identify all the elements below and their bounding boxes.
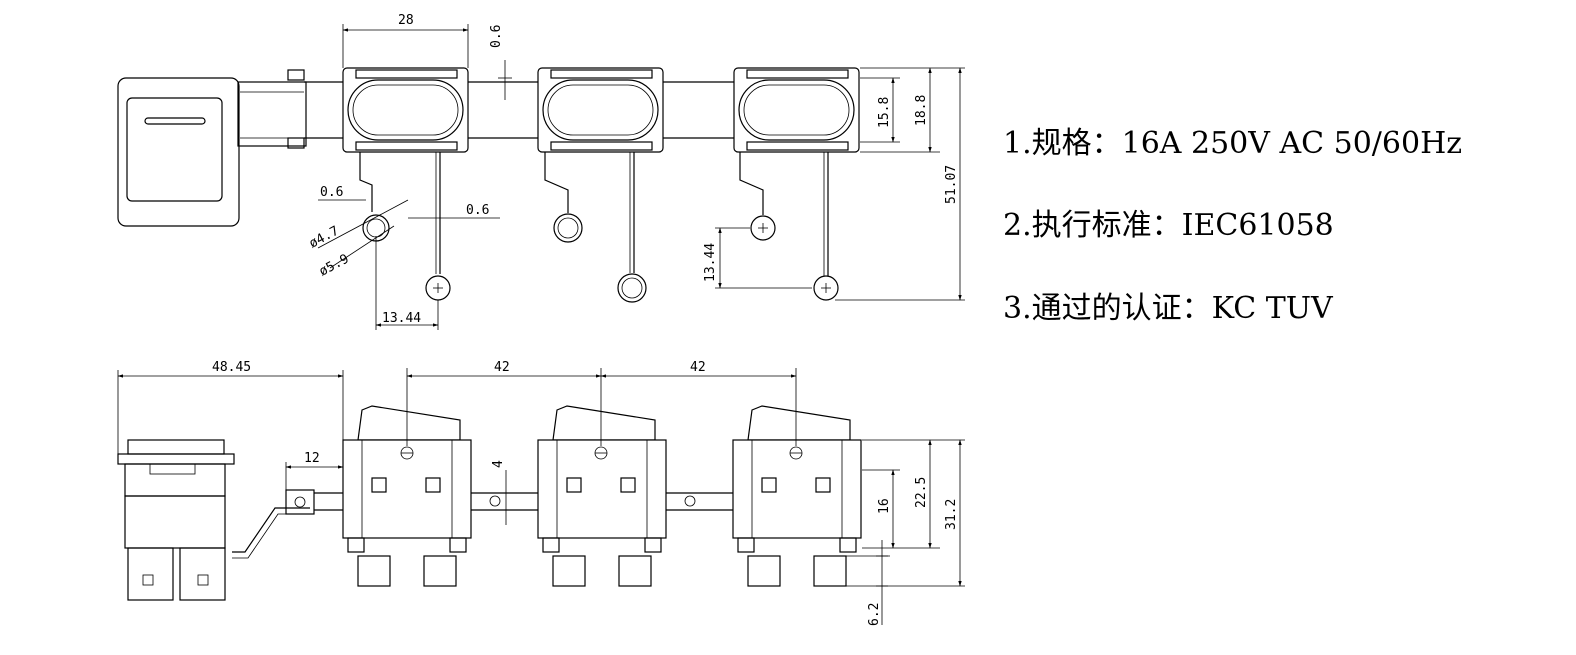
dim-housing-width: 28 [342, 13, 469, 68]
dim-42-first-label: 42 [494, 360, 510, 375]
terminals-2 [544, 152, 647, 303]
dim-28-label: 28 [398, 13, 414, 28]
dim-15-8-label: 15.8 [877, 97, 892, 128]
dim-51-07-label: 51.07 [944, 165, 959, 204]
terminals-1 [359, 152, 451, 301]
dim-18-8-label: 18.8 [914, 95, 929, 126]
dim-4-label: 4 [491, 460, 506, 468]
dim-hole-inner-label: ø4.7 [307, 224, 342, 252]
dim-42-second-label: 42 [690, 360, 706, 375]
dim-48-45-label: 48.45 [212, 360, 251, 375]
dim-terminal-height: 6.2 [846, 540, 890, 626]
main-rocker-switch [117, 69, 307, 227]
dim-13-44-side-label: 13.44 [703, 243, 718, 282]
dim-terminal-pitch: 13.44 [375, 236, 439, 330]
dim-hole-diameters: ø4.7 ø5.9 [307, 199, 409, 280]
dim-22-5-label: 22.5 [914, 477, 929, 508]
dim-wire-left: 0.6 [318, 185, 366, 201]
spec-rating: 1.规格：16A 250V AC 50/60Hz [1003, 126, 1463, 161]
dim-13-44-bottom-label: 13.44 [382, 311, 421, 326]
dim-0-6-left-label: 0.6 [320, 185, 343, 200]
dim-right-heights: 15.8 18.8 51.07 [835, 67, 965, 301]
top-view: 28 0.6 15.8 18.8 51.07 0.6 [117, 13, 965, 330]
dim-0-6-top-label: 0.6 [489, 25, 504, 48]
dim-gap-top: 0.6 [489, 25, 512, 100]
dim-wire-right: 0.6 [408, 203, 500, 219]
spec-certification: 3.通过的认证：KC TUV [1003, 291, 1333, 326]
dim-12-label: 12 [304, 451, 320, 466]
dim-31-2-label: 31.2 [944, 499, 959, 530]
dim-pitch: 42 42 [406, 360, 797, 446]
main-switch-side [117, 439, 315, 601]
rocker-side-1 [342, 405, 472, 587]
rocker-side-2 [537, 405, 667, 587]
terminals-3 [739, 152, 839, 301]
dim-side-heights: 16 22.5 31.2 [846, 439, 965, 587]
dim-6-2-label: 6.2 [867, 603, 882, 626]
dim-hole-outer-label: ø5.9 [317, 252, 352, 280]
side-view: 48.45 42 42 12 4 [117, 360, 965, 626]
dim-left-offset: 48.45 [117, 360, 344, 454]
rocker-side-3 [732, 405, 862, 587]
switch-housing-1 [342, 67, 469, 153]
dim-terminal-pitch-side: 13.44 [703, 227, 812, 289]
dim-tab-length: 12 [285, 451, 344, 490]
dim-16-label: 16 [877, 498, 892, 514]
switch-housing-3 [733, 67, 860, 153]
spec-standard: 2.执行标准：IEC61058 [1003, 208, 1334, 243]
switch-housing-2 [537, 67, 664, 153]
dim-bar-height: 4 [491, 460, 512, 525]
dim-0-6-right-label: 0.6 [466, 203, 489, 218]
